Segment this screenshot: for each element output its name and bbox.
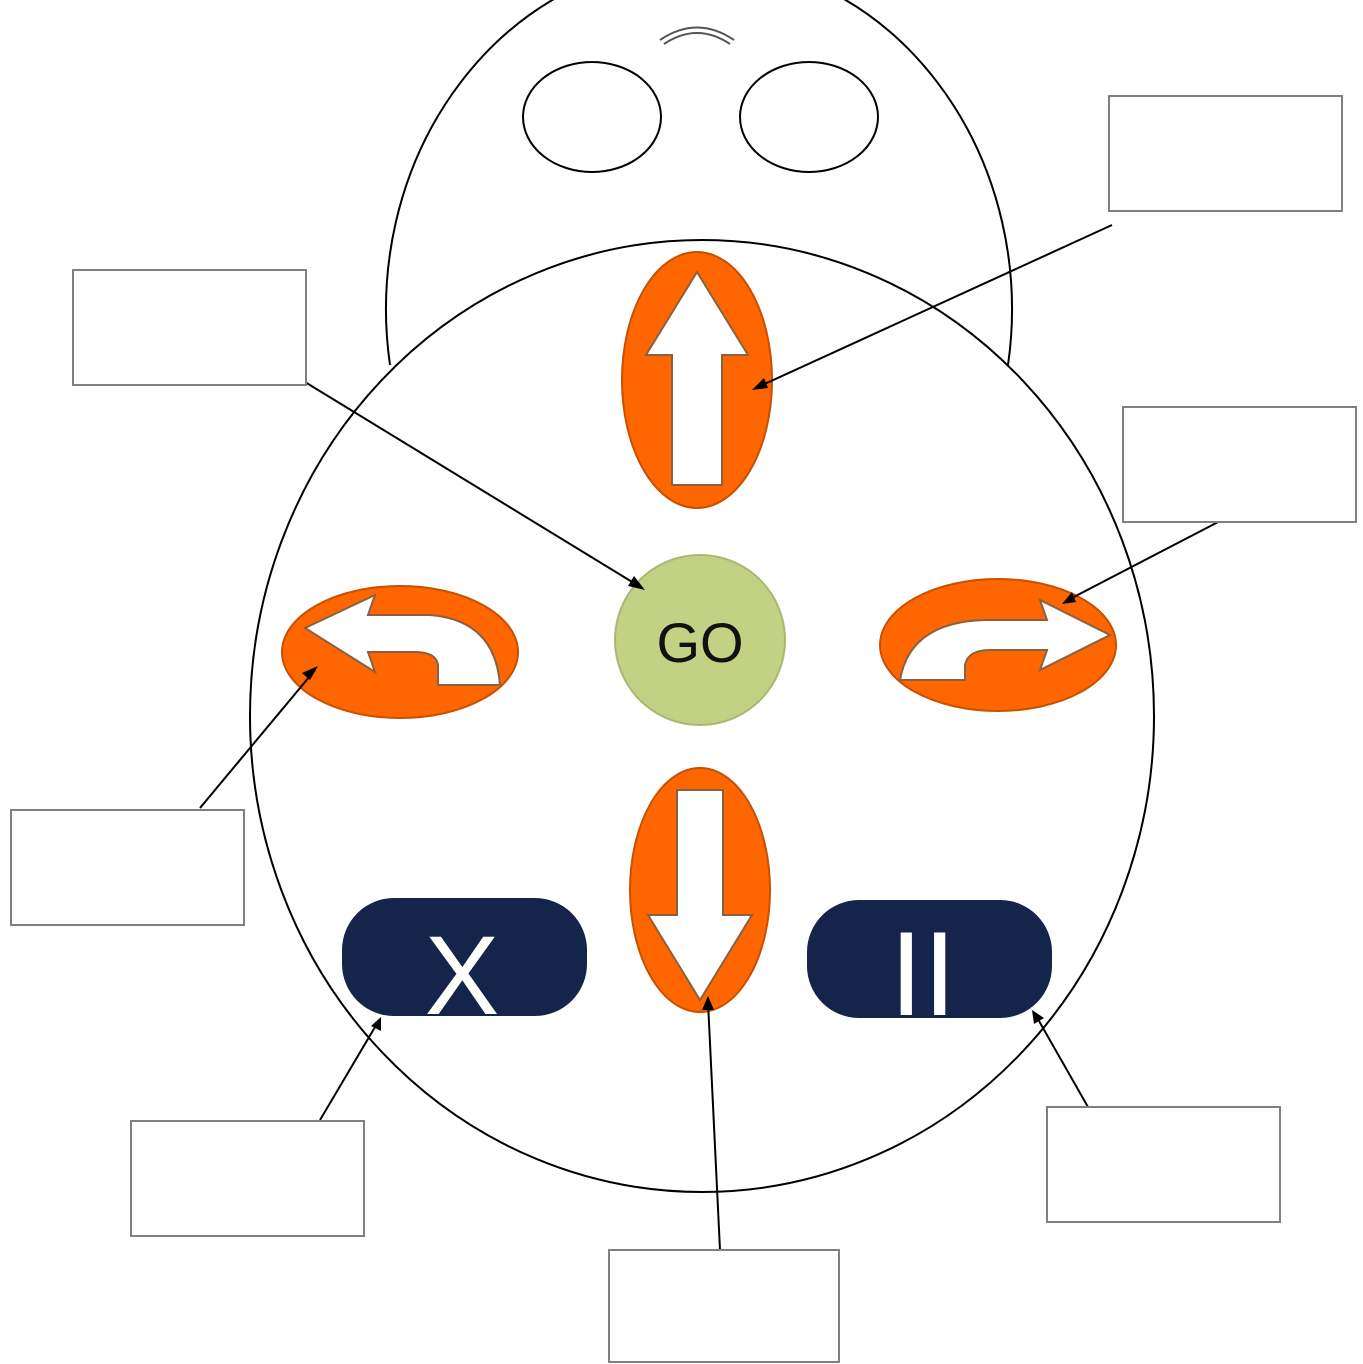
arrowhead-backward	[702, 996, 714, 1010]
leader-forward	[757, 224, 1113, 388]
arrowhead-left	[302, 666, 318, 680]
clear-button[interactable]: X	[342, 898, 587, 1038]
go-button-label: GO	[656, 611, 743, 674]
go-button-circle	[614, 554, 786, 726]
arrow-down-icon	[646, 789, 754, 1002]
right-eye	[739, 61, 879, 173]
pause-icon: II	[890, 907, 957, 1041]
arrowhead-pause	[1032, 1010, 1044, 1024]
leader-backward	[707, 1001, 721, 1251]
turn-right-button[interactable]	[879, 578, 1117, 712]
arrowhead-go	[628, 576, 645, 590]
turn-left-arrow-icon	[302, 593, 502, 686]
arrowhead-right	[1062, 592, 1076, 604]
backward-button[interactable]	[629, 767, 771, 1013]
label-boxes	[10, 95, 1357, 1363]
label-box-right[interactable]	[1122, 406, 1357, 523]
arrow-up-icon	[644, 270, 750, 486]
leader-left	[199, 669, 316, 809]
label-box-pause[interactable]	[1046, 1106, 1281, 1223]
pause-button[interactable]: II	[807, 900, 1052, 1041]
leader-lines	[199, 224, 1223, 1251]
head-outline	[385, 0, 1013, 366]
label-box-left[interactable]	[10, 809, 245, 926]
turn-left-button[interactable]	[281, 585, 519, 719]
clear-button-pill	[342, 898, 587, 1016]
head-handle	[659, 26, 735, 45]
turn-right-arrow-icon	[898, 598, 1113, 681]
label-box-backward[interactable]	[608, 1249, 840, 1363]
arrowhead-clear	[371, 1017, 381, 1031]
leader-pause	[1034, 1013, 1089, 1108]
label-box-forward[interactable]	[1108, 95, 1343, 212]
robot-body	[249, 239, 1155, 1193]
leader-clear	[319, 1021, 379, 1121]
label-box-clear[interactable]	[130, 1120, 365, 1237]
clear-x-icon: X	[425, 913, 500, 1038]
leader-go	[304, 381, 643, 589]
pause-button-pill	[807, 900, 1052, 1018]
leader-right	[1067, 519, 1223, 601]
label-box-go[interactable]	[72, 269, 307, 386]
go-button[interactable]: GO	[614, 554, 786, 726]
forward-button[interactable]	[621, 251, 773, 509]
arrowhead-forward	[752, 378, 768, 390]
robot-head	[385, 0, 1013, 366]
left-eye	[522, 61, 662, 173]
